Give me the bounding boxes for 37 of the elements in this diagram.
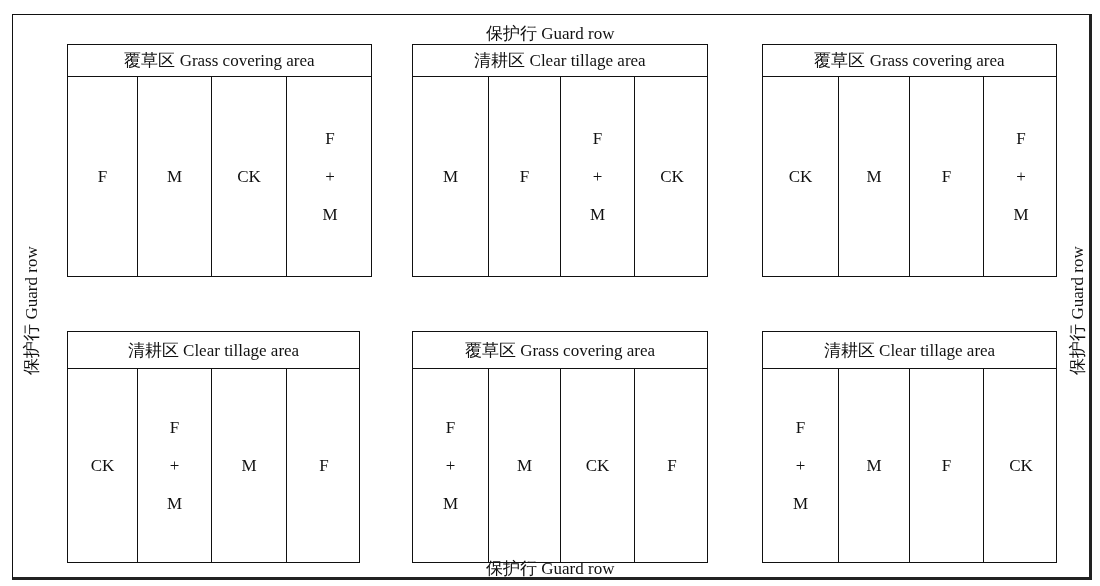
block-heading: 清耕区 Clear tillage area: [68, 332, 359, 369]
plot-cell: M: [839, 77, 910, 276]
plot-cell: CK: [561, 369, 635, 562]
plot-cell: F + M: [984, 77, 1058, 276]
plot-cell: CK: [635, 77, 709, 276]
plot-cell: F + M: [561, 77, 635, 276]
plot-cell: F: [287, 369, 361, 562]
plot-cell: CK: [763, 77, 839, 276]
plot-cell: F: [910, 77, 984, 276]
plot-cell: F: [68, 77, 138, 276]
plot-cell: CK: [212, 77, 287, 276]
plot-cell: M: [839, 369, 910, 562]
plot-cell: F + M: [138, 369, 212, 562]
plot-cell: F: [910, 369, 984, 562]
plot-cell: M: [138, 77, 212, 276]
block-heading: 覆草区 Grass covering area: [763, 45, 1056, 77]
block-heading: 覆草区 Grass covering area: [413, 332, 707, 369]
plot-block: [67, 44, 372, 277]
plot-block: [762, 331, 1057, 563]
plot-cell: F: [635, 369, 709, 562]
plot-cell: M: [212, 369, 287, 562]
plot-block: [67, 331, 360, 563]
plot-cell: M: [413, 77, 489, 276]
plot-cell: F + M: [763, 369, 839, 562]
plot-cell: F: [489, 77, 561, 276]
plot-cell: CK: [984, 369, 1058, 562]
guard-row-label: 保护行 Guard row: [20, 245, 42, 375]
plot-block: [412, 44, 708, 277]
plot-cell: F + M: [413, 369, 489, 562]
guard-row-label: 保护行 Guard row: [486, 22, 615, 45]
plot-cell: F + M: [287, 77, 373, 276]
plot-block: [762, 44, 1057, 277]
plot-cell: CK: [68, 369, 138, 562]
block-heading: 覆草区 Grass covering area: [68, 45, 371, 77]
block-heading: 清耕区 Clear tillage area: [413, 45, 707, 77]
block-heading: 清耕区 Clear tillage area: [763, 332, 1056, 369]
guard-row-label: 保护行 Guard row: [1066, 245, 1088, 375]
